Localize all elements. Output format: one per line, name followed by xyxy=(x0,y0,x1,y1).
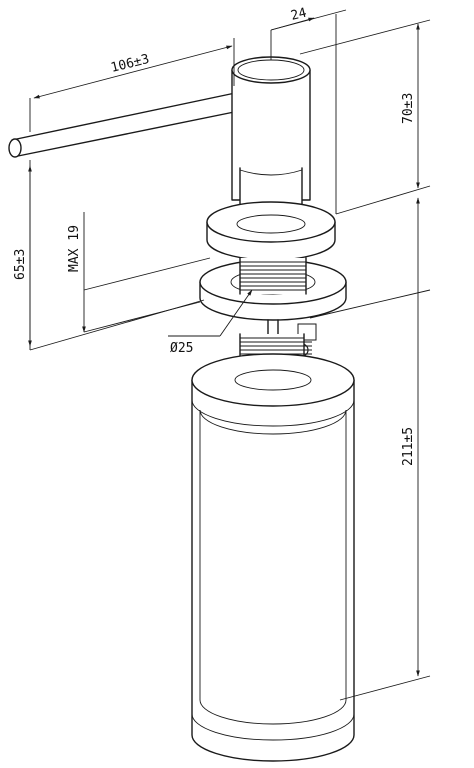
dimension-max-thickness: MAX 19 xyxy=(67,212,211,333)
label-spout-height: 65±3 xyxy=(13,249,28,280)
dimension-spout-height: 65±3 xyxy=(13,160,205,351)
label-spout-length: 106±3 xyxy=(109,52,151,76)
dimension-head-height: 70±3 xyxy=(299,14,431,215)
dimension-head-diameter: 24 xyxy=(270,5,347,31)
label-thread-diameter: Ø25 xyxy=(170,341,193,356)
label-head-diameter: 24 xyxy=(289,5,308,23)
label-head-height: 70±3 xyxy=(401,93,416,124)
bottle xyxy=(191,353,355,762)
upper-flange xyxy=(206,201,336,261)
label-max-thickness: MAX 19 xyxy=(67,225,82,272)
thread-upper xyxy=(239,257,307,295)
dimension-thread-diameter: Ø25 xyxy=(168,289,253,356)
pump-head xyxy=(8,30,311,223)
label-bottle-height: 211±5 xyxy=(401,427,416,466)
dimension-bottle-height: 211±5 xyxy=(309,197,431,701)
